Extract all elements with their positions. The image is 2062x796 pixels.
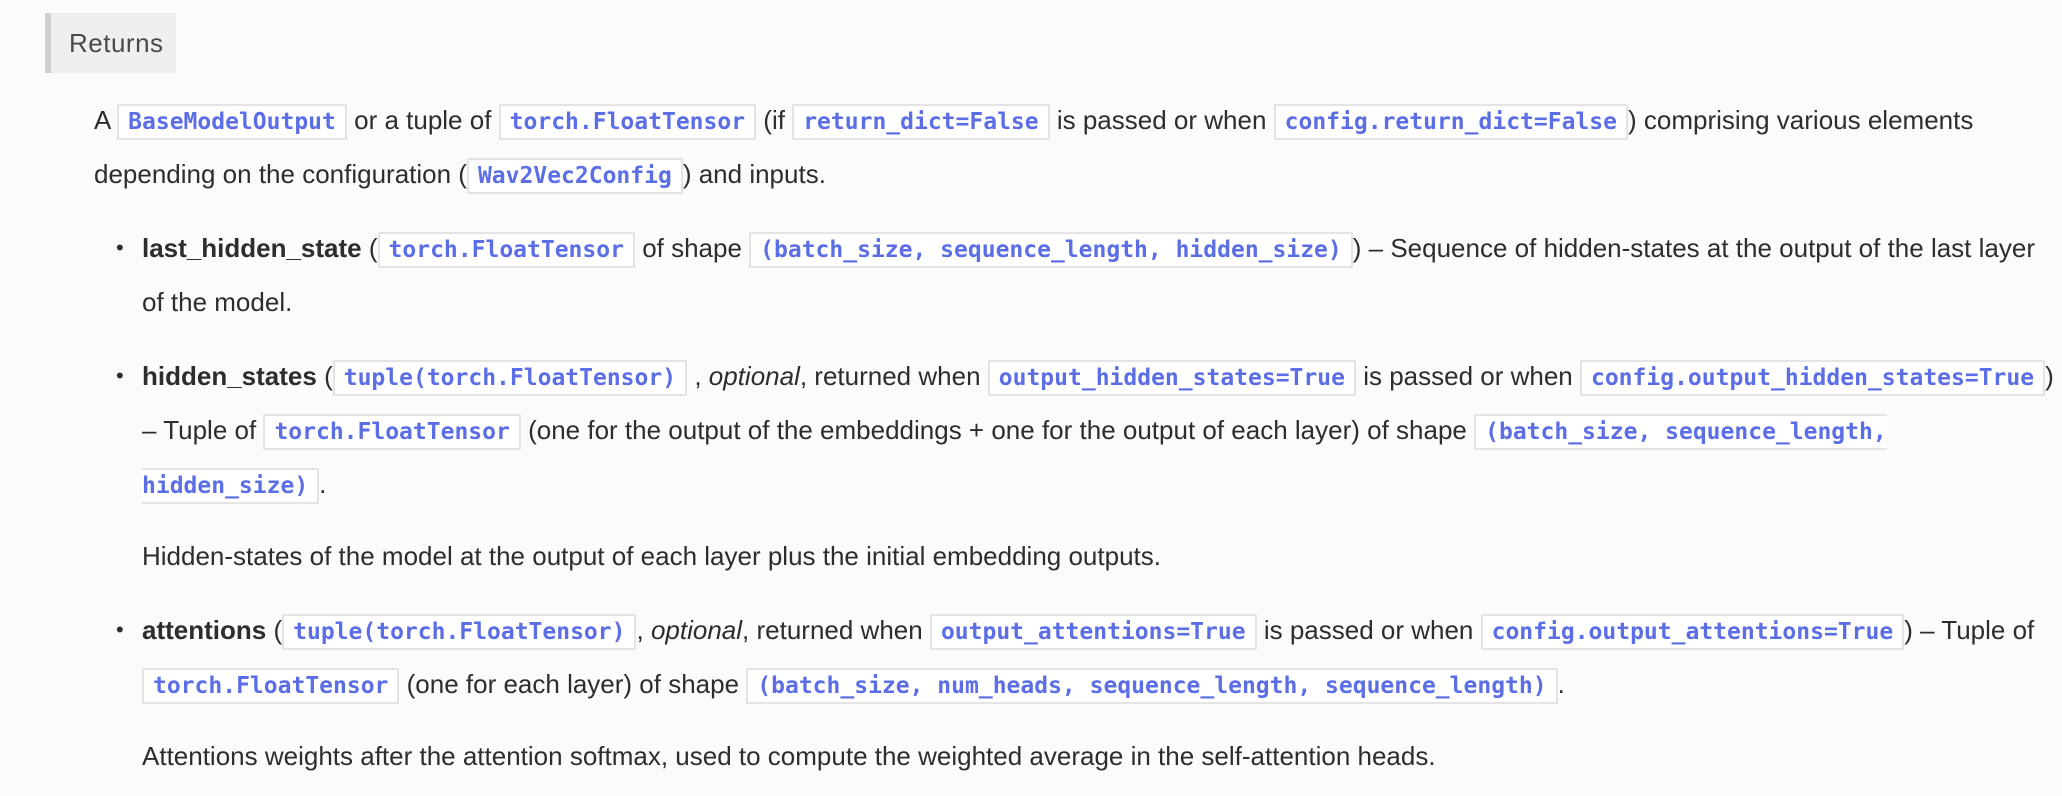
intro-text: is passed or when bbox=[1056, 105, 1267, 135]
returns-section-tag: Returns bbox=[45, 13, 176, 73]
list-item-hidden-states: • hidden_states (tuple(torch.FloatTensor… bbox=[116, 350, 2062, 582]
item-text: (one for each layer) of shape bbox=[406, 669, 740, 699]
item-text: ( bbox=[368, 233, 378, 263]
intro-text: ) comprising various elements depending … bbox=[94, 105, 1974, 189]
item-text: ) – Tuple of bbox=[1904, 615, 2035, 645]
return-values-list: • last_hidden_state (torch.FloatTensor o… bbox=[94, 222, 2062, 796]
code-type: tuple(torch.FloatTensor) bbox=[332, 360, 688, 396]
optional-label: optional bbox=[650, 615, 743, 645]
code-shape: (batch_size, num_heads, sequence_length,… bbox=[746, 668, 1558, 704]
code-config-return-dict: config.return_dict=False bbox=[1273, 104, 1628, 140]
code-floattensor: torch.FloatTensor bbox=[263, 414, 521, 450]
wav2vec2config-link[interactable]: Wav2Vec2Config bbox=[466, 158, 683, 194]
code-output-hidden-states: output_hidden_states=True bbox=[987, 360, 1356, 396]
item-text: is passed or when bbox=[1263, 615, 1474, 645]
item-text: . bbox=[1557, 669, 1565, 699]
code-type: tuple(torch.FloatTensor) bbox=[282, 614, 637, 650]
returns-intro: A BaseModelOutput or a tuple of torch.Fl… bbox=[94, 94, 2024, 202]
basemodeloutput-link[interactable]: BaseModelOutput bbox=[117, 104, 347, 140]
item-text: . bbox=[319, 469, 327, 499]
item-text: ) – Tuple of bbox=[142, 361, 2054, 445]
item-text: ( bbox=[324, 361, 333, 391]
item-text: ( bbox=[273, 615, 283, 645]
item-text: (one for the output of the embeddings + … bbox=[528, 415, 1467, 445]
param-name: last_hidden_state bbox=[142, 233, 362, 263]
item-description: Attentions weights after the attention s… bbox=[142, 741, 1436, 771]
bullet-icon: • bbox=[116, 363, 124, 388]
code-floattensor: torch.FloatTensor bbox=[498, 104, 757, 140]
list-item-attentions: • attentions (tuple(torch.FloatTensor) , … bbox=[116, 604, 2062, 782]
item-text: of shape bbox=[642, 233, 742, 263]
code-type: torch.FloatTensor bbox=[377, 232, 635, 268]
list-item-last-hidden-state: • last_hidden_state (torch.FloatTensor o… bbox=[116, 222, 2062, 328]
code-shape: (batch_size, sequence_length, hidden_siz… bbox=[749, 232, 1353, 268]
item-text: , bbox=[636, 615, 644, 645]
item-text: ) – Sequence of hidden-states at the out… bbox=[142, 233, 2035, 317]
item-text: , bbox=[694, 361, 702, 391]
code-output-attentions: output_attentions=True bbox=[929, 614, 1257, 650]
intro-text: A bbox=[94, 105, 110, 135]
code-config-output-hidden-states: config.output_hidden_states=True bbox=[1579, 360, 2046, 396]
bullet-icon: • bbox=[116, 235, 124, 260]
item-text: , returned when bbox=[742, 615, 923, 645]
code-return-dict: return_dict=False bbox=[792, 104, 1050, 140]
item-text: is passed or when bbox=[1363, 361, 1573, 391]
bullet-icon: • bbox=[116, 617, 124, 642]
param-name: attentions bbox=[142, 615, 267, 645]
code-floattensor: torch.FloatTensor bbox=[142, 668, 400, 704]
item-description: Hidden-states of the model at the output… bbox=[142, 541, 1161, 571]
code-config-output-attentions: config.output_attentions=True bbox=[1480, 614, 1905, 650]
item-text: , returned when bbox=[799, 361, 981, 391]
param-name: hidden_states bbox=[142, 361, 317, 391]
intro-text: ) and inputs. bbox=[682, 159, 826, 189]
returns-label: Returns bbox=[69, 27, 164, 58]
optional-label: optional bbox=[708, 361, 800, 391]
intro-text: or a tuple of bbox=[354, 105, 492, 135]
intro-text: (if bbox=[763, 105, 785, 135]
